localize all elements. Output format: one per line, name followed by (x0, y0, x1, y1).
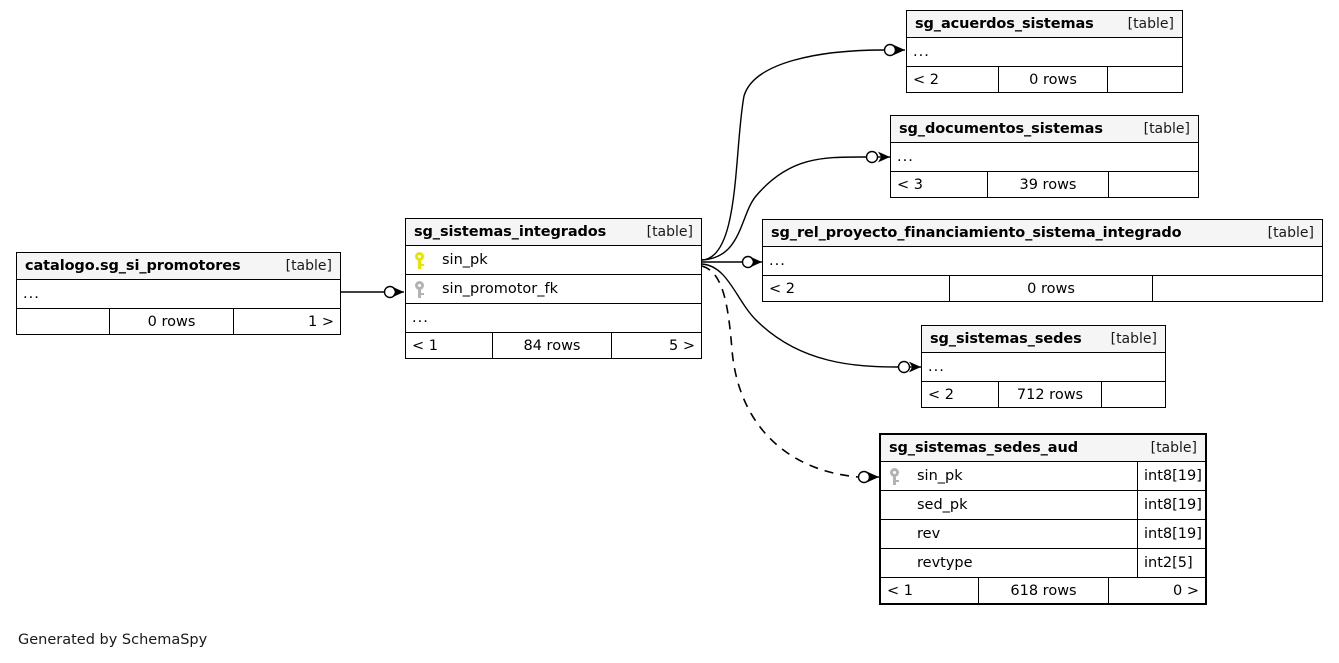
footer-children: 0 > (1173, 582, 1199, 599)
table-ellipsis-row: ... (763, 247, 1322, 276)
column-name: sin_promotor_fk (442, 281, 559, 297)
table-node-sg-sistemas-sedes[interactable]: sg_sistemas_sedes [table] ... < 2 712 ro… (921, 325, 1166, 408)
footer-rowcount: 0 rows (109, 309, 234, 334)
table-footer: < 3 39 rows (891, 172, 1198, 197)
foreign-key-icon (406, 280, 432, 298)
footer-parents (17, 309, 109, 334)
generated-by-caption: Generated by SchemaSpy (18, 632, 208, 648)
table-ellipsis-row: ... (17, 280, 340, 309)
table-node-sg-sistemas-integrados[interactable]: sg_sistemas_integrados [table] sin_pk si… (405, 218, 702, 359)
table-node-catalogo-sg-si-promotores[interactable]: catalogo.sg_si_promotores [table] ... 0 … (16, 252, 341, 335)
footer-parents: < 1 (887, 582, 913, 599)
footer-parents: < 2 (928, 386, 954, 403)
table-footer: < 1 618 rows 0 > (881, 578, 1205, 603)
table-column-row[interactable]: revtype int2[5] (881, 549, 1205, 578)
footer-parents: < 1 (412, 337, 438, 354)
footer-rowcount: 0 rows (949, 276, 1153, 301)
table-header: sg_sistemas_sedes_aud [table] (881, 435, 1205, 462)
table-node-sg-documentos-sistemas[interactable]: sg_documentos_sistemas [table] ... < 3 3… (890, 115, 1199, 198)
footer-children (1109, 172, 1198, 197)
table-node-sg-rel-proyecto-financiamiento-sistema-integrado[interactable]: sg_rel_proyecto_financiamiento_sistema_i… (762, 219, 1323, 302)
table-name: sg_sistemas_integrados (414, 224, 607, 240)
ellipsis-text: ... (23, 286, 40, 302)
footer-rowcount: 0 rows (998, 67, 1108, 92)
table-footer: < 2 0 rows (763, 276, 1322, 301)
table-name: sg_documentos_sistemas (899, 121, 1103, 137)
table-header: catalogo.sg_si_promotores [table] (17, 253, 340, 280)
footer-children (1108, 67, 1182, 92)
table-kind-label: [table] (1267, 225, 1314, 241)
table-kind-label: [table] (1143, 121, 1190, 137)
table-column-row[interactable]: sed_pk int8[19] (881, 491, 1205, 520)
table-name: sg_acuerdos_sistemas (915, 16, 1094, 32)
footer-parents: < 3 (897, 176, 923, 193)
footer-rowcount: 84 rows (492, 333, 612, 358)
footer-children: 1 > (308, 313, 334, 330)
table-ellipsis-row: ... (891, 143, 1198, 172)
table-header: sg_acuerdos_sistemas [table] (907, 11, 1182, 38)
footer-rowcount: 39 rows (987, 172, 1109, 197)
footer-children (1102, 382, 1165, 407)
table-ellipsis-row: ... (922, 353, 1165, 382)
table-column-row[interactable]: rev int8[19] (881, 520, 1205, 549)
edge-promotores-to-integrados (341, 285, 404, 299)
table-name: catalogo.sg_si_promotores (25, 258, 241, 274)
table-kind-label: [table] (1127, 16, 1174, 32)
table-column-row[interactable]: sin_pk int8[19] (881, 462, 1205, 491)
footer-children (1153, 276, 1322, 301)
table-column-row[interactable]: sin_promotor_fk (406, 275, 701, 304)
edge-integrados-to-relproyecto (702, 255, 762, 269)
footer-rowcount: 618 rows (978, 578, 1109, 603)
table-header: sg_rel_proyecto_financiamiento_sistema_i… (763, 220, 1322, 247)
table-header: sg_sistemas_sedes [table] (922, 326, 1165, 353)
table-ellipsis-row: ... (907, 38, 1182, 67)
column-name: revtype (917, 555, 973, 571)
footer-children: 5 > (669, 337, 695, 354)
table-kind-label: [table] (1110, 331, 1157, 347)
foreign-key-icon (881, 467, 907, 485)
table-node-sg-sistemas-sedes-aud[interactable]: sg_sistemas_sedes_aud [table] sin_pk int… (879, 433, 1207, 605)
table-kind-label: [table] (646, 224, 693, 240)
primary-key-icon (406, 251, 432, 269)
ellipsis-text: ... (769, 253, 786, 269)
footer-parents: < 2 (769, 280, 795, 297)
ellipsis-text: ... (412, 310, 429, 326)
table-footer: < 2 0 rows (907, 67, 1182, 92)
footer-parents: < 2 (913, 71, 939, 88)
table-name: sg_sistemas_sedes_aud (889, 440, 1078, 456)
table-kind-label: [table] (1150, 440, 1197, 456)
column-type: int8[19] (1137, 491, 1205, 519)
table-name: sg_sistemas_sedes (930, 331, 1082, 347)
ellipsis-text: ... (928, 359, 945, 375)
table-kind-label: [table] (285, 258, 332, 274)
ellipsis-text: ... (913, 44, 930, 60)
table-ellipsis-row: ... (406, 304, 701, 333)
footer-rowcount: 712 rows (998, 382, 1102, 407)
table-column-row[interactable]: sin_pk (406, 246, 701, 275)
table-name: sg_rel_proyecto_financiamiento_sistema_i… (771, 225, 1182, 241)
table-footer: < 1 84 rows 5 > (406, 333, 701, 358)
table-footer: 0 rows 1 > (17, 309, 340, 334)
column-type: int2[5] (1137, 549, 1205, 577)
table-footer: < 2 712 rows (922, 382, 1165, 407)
table-node-sg-acuerdos-sistemas[interactable]: sg_acuerdos_sistemas [table] ... < 2 0 r… (906, 10, 1183, 93)
column-type: int8[19] (1137, 462, 1205, 490)
ellipsis-text: ... (897, 149, 914, 165)
column-name: sin_pk (442, 252, 488, 268)
column-name: rev (917, 526, 941, 542)
column-type: int8[19] (1137, 520, 1205, 548)
column-name: sed_pk (917, 497, 968, 513)
column-name: sin_pk (917, 468, 963, 484)
table-header: sg_documentos_sistemas [table] (891, 116, 1198, 143)
table-header: sg_sistemas_integrados [table] (406, 219, 701, 246)
